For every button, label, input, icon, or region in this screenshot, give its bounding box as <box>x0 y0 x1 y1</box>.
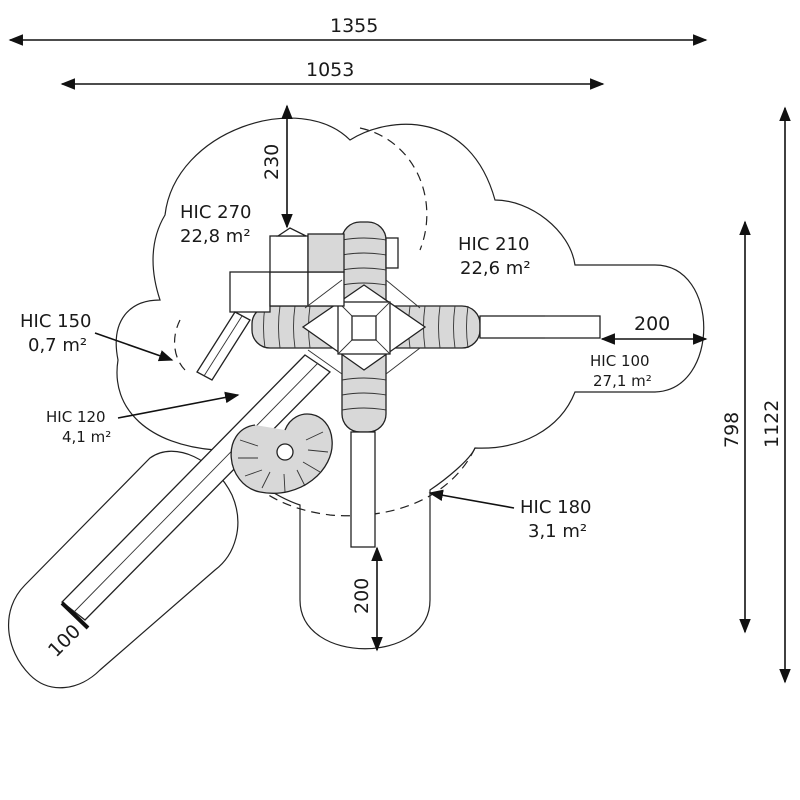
svg-text:HIC 210: HIC 210 <box>458 234 530 255</box>
svg-text:0,7 m²: 0,7 m² <box>28 335 87 356</box>
svg-text:3,1 m²: 3,1 m² <box>528 521 587 542</box>
zone-label-hic180: HIC 180 3,1 m² <box>428 489 592 542</box>
dim-overall-width: 1355 <box>330 15 378 37</box>
svg-text:HIC 150: HIC 150 <box>20 311 92 332</box>
slide-end-mark <box>60 601 90 630</box>
upper-platforms <box>229 227 399 313</box>
right-beam <box>479 315 601 339</box>
dashed-zone-outline <box>173 127 476 517</box>
diagonal-slide <box>60 354 332 630</box>
dim-top-clearance: 230 <box>261 144 283 180</box>
dim-bottom-clearance: 200 <box>351 578 373 614</box>
svg-text:HIC 120: HIC 120 <box>46 408 106 426</box>
svg-text:HIC 180: HIC 180 <box>520 497 592 518</box>
dim-slide-end: 100 <box>44 620 85 661</box>
svg-text:22,8 m²: 22,8 m² <box>180 226 251 247</box>
svg-text:HIC 270: HIC 270 <box>180 202 252 223</box>
zone-label-hic270: HIC 270 22,8 m² <box>180 202 252 247</box>
svg-text:27,1 m²: 27,1 m² <box>593 372 652 390</box>
left-slide <box>196 311 251 381</box>
zone-label-hic120: HIC 120 4,1 m² <box>46 391 240 446</box>
zone-label-hic210: HIC 210 22,6 m² <box>458 234 531 279</box>
svg-text:22,6 m²: 22,6 m² <box>460 258 531 279</box>
bottom-beam <box>350 431 376 548</box>
dim-inner-width: 1053 <box>306 59 354 81</box>
svg-text:HIC 100: HIC 100 <box>590 352 650 370</box>
spiral-slide <box>230 413 333 494</box>
svg-text:4,1 m²: 4,1 m² <box>62 428 111 446</box>
dim-right-clearance: 200 <box>634 313 670 335</box>
zone-label-hic150: HIC 150 0,7 m² <box>20 311 174 362</box>
zone-label-hic100: HIC 100 27,1 m² <box>590 352 652 390</box>
dim-inner-height: 798 <box>721 412 743 448</box>
dim-overall-height: 1122 <box>761 400 783 448</box>
tower-struts <box>304 279 421 375</box>
